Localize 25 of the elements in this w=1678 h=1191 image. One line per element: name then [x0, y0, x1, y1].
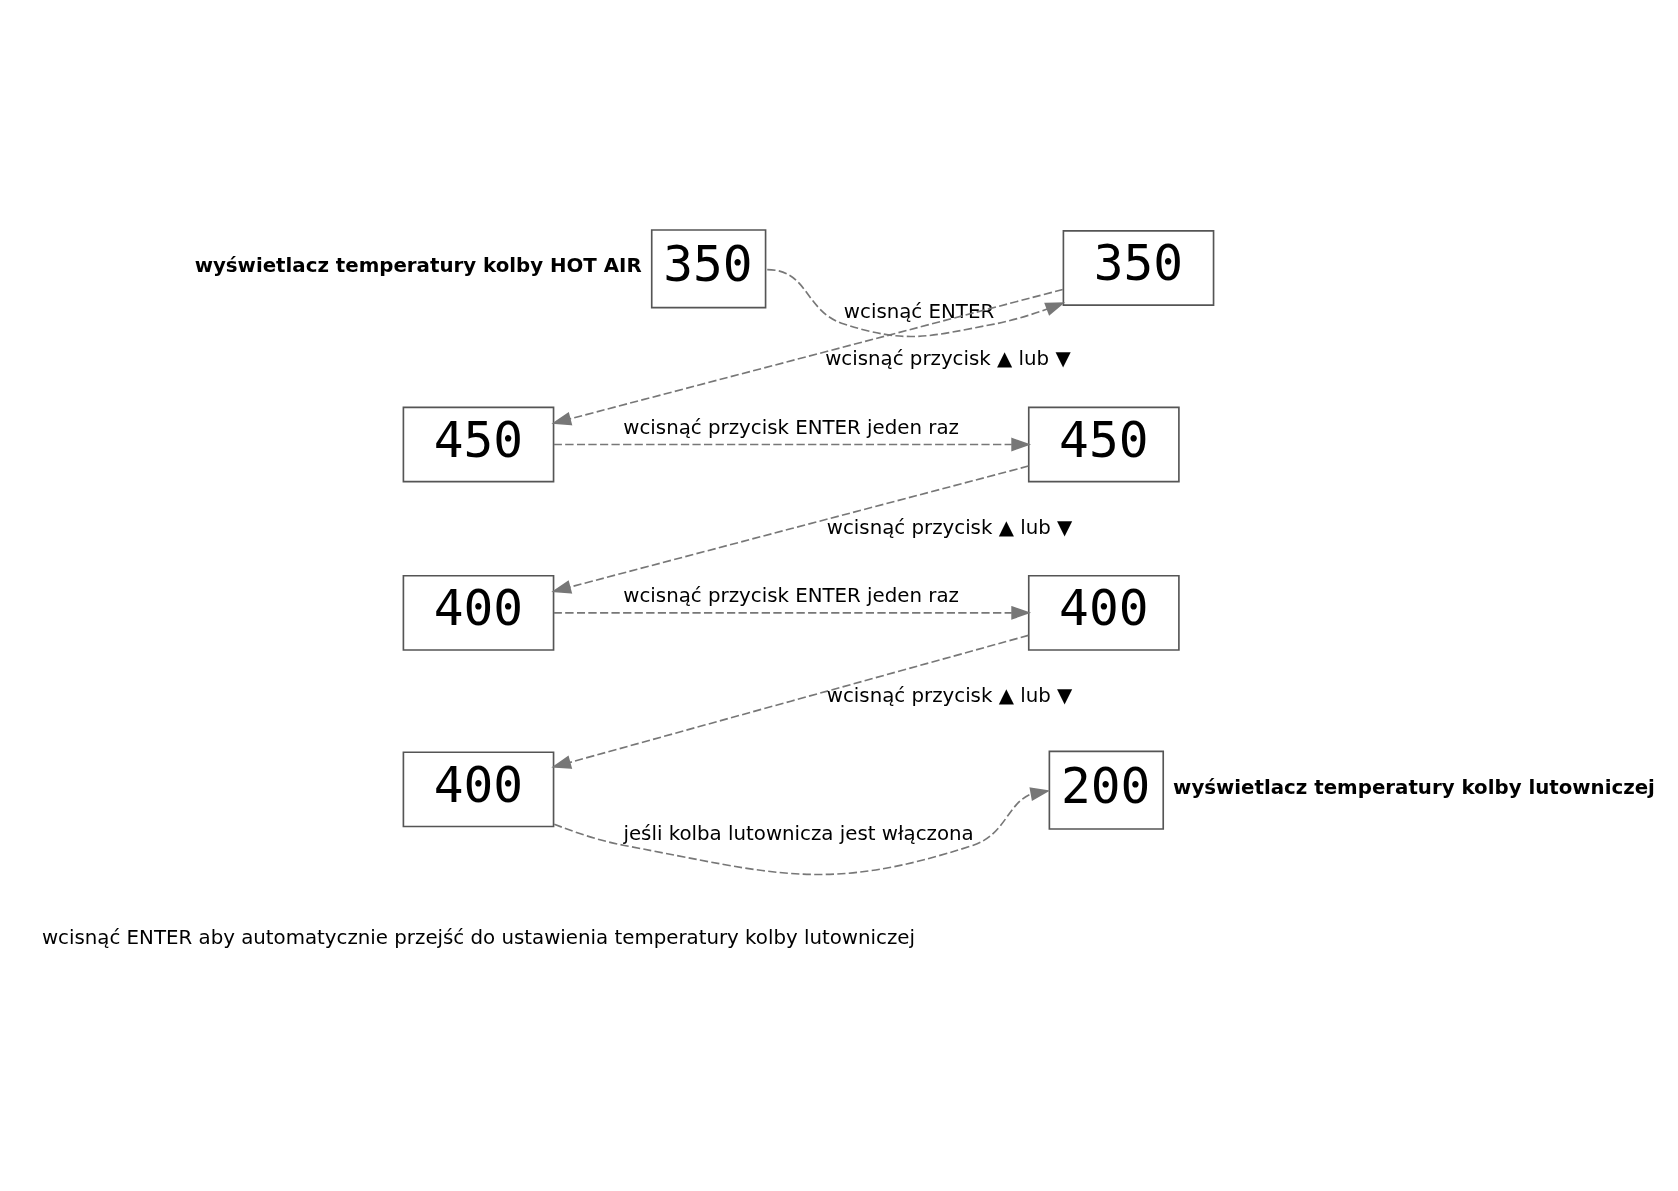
edge-label: jeśli kolba lutownicza jest włączona: [623, 821, 974, 845]
arrow: [551, 465, 1030, 594]
arrow: [551, 634, 1030, 769]
node-label: wyświetlacz temperatury kolby HOT AIR: [194, 254, 642, 278]
node-box: 400: [402, 751, 555, 828]
edge-label: wcisnąć przycisk ENTER jeden raz: [623, 415, 959, 439]
node-box: 400: [1027, 574, 1180, 651]
node-box: 450: [402, 406, 555, 483]
edge-label: wcisnąć przycisk ▲ lub ▼: [825, 347, 1071, 371]
edge-label: wcisnąć ENTER: [843, 300, 995, 324]
node-box: 450: [1027, 406, 1180, 483]
edge-label: wcisnąć przycisk ▲ lub ▼: [826, 684, 1073, 708]
node-box: 350: [1062, 230, 1215, 306]
node-label: wyświetlacz temperatury kolby lutowniczej: [1173, 775, 1655, 799]
edge-label: wcisnąć przycisk ▲ lub ▼: [826, 515, 1073, 539]
node-box: 400: [402, 574, 555, 651]
arrow: [553, 437, 1032, 452]
arrow: [766, 268, 1066, 338]
arrow: [553, 787, 1051, 876]
arrow: [551, 288, 1064, 426]
node-box: 350: [650, 229, 767, 309]
edge-label: wcisnąć przycisk ENTER jeden raz: [623, 584, 959, 608]
arrow: [553, 605, 1032, 620]
label: wcisnąć ENTER aby automatycznie przejść do ustawienia temperatury kolby lutowniczej: [41, 925, 916, 949]
node-box: 200: [1048, 750, 1165, 830]
